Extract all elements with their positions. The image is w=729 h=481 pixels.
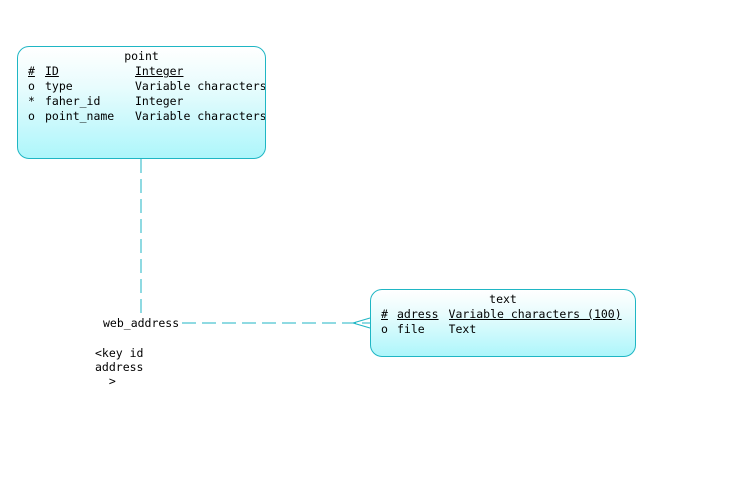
attribute-name: point_name [45,109,115,123]
attribute-row[interactable]: o point_name Variable characters [28,109,266,124]
relationship-key-line: address [95,360,144,374]
attribute-marker: # [28,64,35,78]
attribute-marker: # [381,307,388,321]
attribute-row[interactable]: o type Variable characters [28,79,266,94]
crows-foot-many-icon-lower [352,322,371,329]
attribute-marker: o [28,79,35,93]
attribute-type: Integer [135,64,184,78]
attribute-type: Variable characters [135,79,266,93]
crows-foot-many-icon [352,317,371,324]
attribute-row[interactable]: # adress Variable characters (100) [381,307,622,322]
entity-title: text [489,292,517,306]
attribute-type: Variable characters (100) [448,307,622,321]
attribute-name: faher_id [45,94,101,108]
attribute-row[interactable]: * faher_id Integer [28,94,265,109]
relationship-key-annotation: <key id address > [95,346,143,388]
entity-point[interactable]: point # ID Integer o type Variable chara… [17,46,266,159]
attribute-type: Variable characters [135,109,266,123]
attribute-row[interactable]: # ID Integer [28,64,265,79]
attribute-type: Text [448,322,477,336]
attribute-name: adress [397,307,439,321]
attribute-list: # ID Integer o type Variable characters … [28,64,266,124]
attribute-list: # adress Variable characters (100) o fil… [381,307,622,337]
attribute-marker: o [28,109,35,123]
relationship-key-line: <key id [95,346,144,360]
attribute-name: file [397,322,425,336]
attribute-row[interactable]: o file Text [381,322,622,337]
attribute-marker: o [381,322,388,336]
attribute-marker: * [28,94,35,108]
relationship-key-line: > [95,374,116,388]
attribute-name: ID [45,64,59,78]
relationship-name[interactable]: web_address [103,316,180,330]
entity-text[interactable]: text # adress Variable characters (100) … [370,289,636,357]
attribute-name: type [45,79,73,93]
attribute-type: Integer [135,94,184,108]
entity-title: point [124,49,159,63]
